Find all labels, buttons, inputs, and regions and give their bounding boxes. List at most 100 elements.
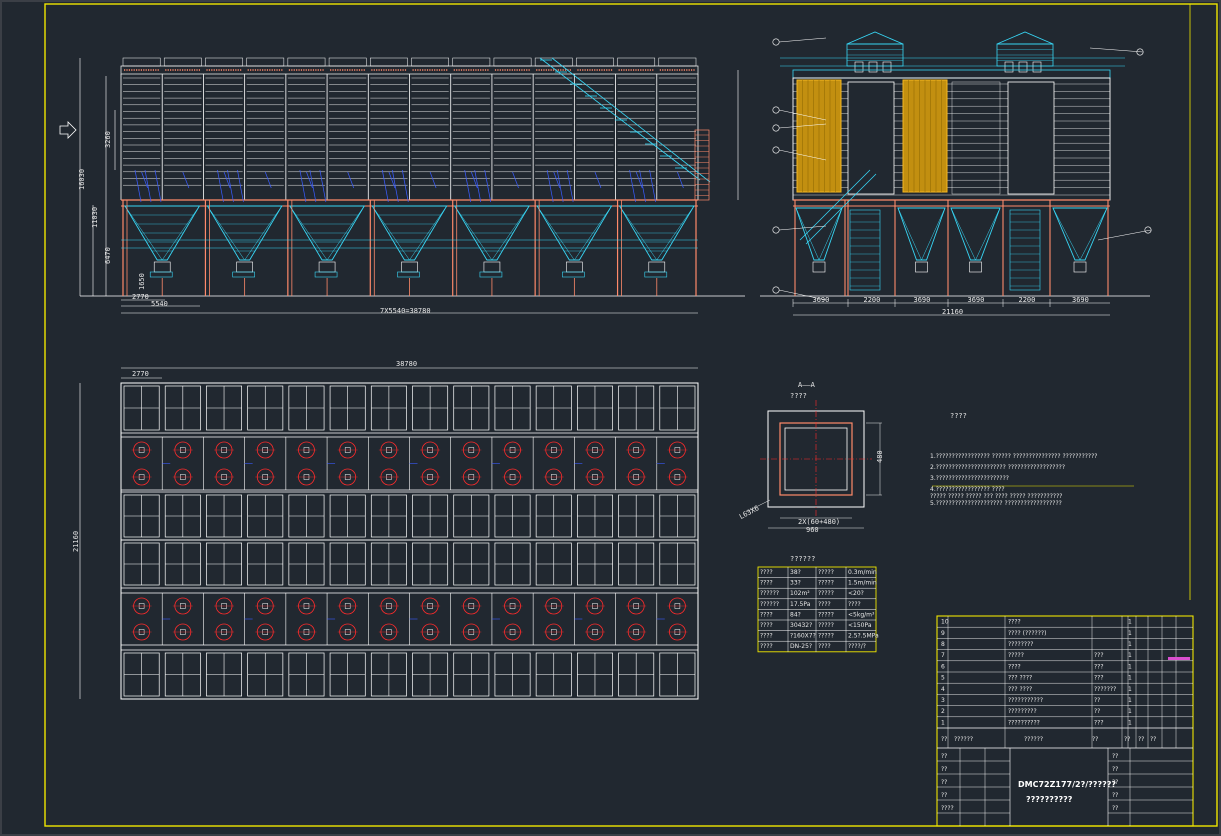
notes-line-2: 2.?????????????????????? ???????????????… <box>930 464 1065 471</box>
item-name: ??? ???? <box>1008 686 1032 693</box>
item-qty: 1 <box>1128 652 1132 659</box>
title-cell: ?? <box>941 753 947 760</box>
side-rotary-valve <box>1073 261 1087 273</box>
item-spec: ??????? <box>1094 686 1116 693</box>
module-cap <box>328 57 367 67</box>
item-qty: 1 <box>1128 619 1132 626</box>
dim-hopper: 6470 <box>104 247 112 264</box>
hopper-brace <box>656 205 695 261</box>
param-cell: ????? <box>818 569 834 576</box>
module-cap <box>370 57 408 67</box>
pulse-pipe <box>635 171 643 189</box>
module-cap <box>452 57 491 67</box>
side-dim-4: 2200 <box>1019 296 1036 304</box>
side-dim-0: 3690 <box>813 296 830 304</box>
hopper-brace <box>454 205 493 261</box>
plan-dim-left: 2770 <box>132 370 149 378</box>
dim-chain: 7X5540=38780 <box>380 307 431 315</box>
item-no: 8 <box>941 641 945 648</box>
title-cell: ???? <box>941 805 954 812</box>
param-cell: ???? <box>760 580 773 587</box>
callout-balloon <box>772 146 780 154</box>
pulse-valve <box>1018 61 1028 73</box>
manifold-pipe <box>556 169 564 203</box>
item-spec: ??? <box>1094 652 1104 659</box>
screw-conveyor <box>149 271 173 278</box>
param-cell: ???? <box>848 601 861 608</box>
pulse-pipe <box>594 171 602 189</box>
dim-upper: 3260 <box>104 131 112 148</box>
module-cap <box>534 57 573 67</box>
item-no: 4 <box>941 686 945 693</box>
screw-conveyor <box>314 271 338 278</box>
item-qty: 1 <box>1128 719 1132 726</box>
item-spec: ??? <box>1094 719 1104 726</box>
item-qty: 1 <box>1128 697 1132 704</box>
hopper-brace <box>124 205 163 261</box>
plan-dim-depth: 21160 <box>72 531 80 552</box>
callout-leader <box>778 37 827 43</box>
module-cap <box>246 57 285 67</box>
module-cap <box>493 57 532 67</box>
inlet-channel <box>1007 81 1055 195</box>
roof-house <box>996 31 1054 45</box>
param-cell: ????? <box>818 580 834 587</box>
hopper-brace <box>536 205 575 261</box>
param-cell: ?????? <box>760 590 779 597</box>
hopper-brace <box>897 207 922 261</box>
pulse-valve <box>868 61 878 73</box>
header-cell: ?? <box>1092 736 1098 743</box>
hopper-brace <box>795 207 820 261</box>
param-cell: ????? <box>818 611 834 618</box>
dim-pitch: 5540 <box>151 300 168 308</box>
manifold-pipe <box>649 169 656 203</box>
side-hopper <box>897 207 946 261</box>
plan-outline <box>120 382 699 700</box>
stair-tower <box>849 209 881 291</box>
header-cell: ?????? <box>954 736 973 743</box>
item-no: 3 <box>941 697 945 704</box>
item-name: ??? ???? <box>1008 675 1032 682</box>
pulse-valve <box>1004 61 1014 73</box>
callout-leader <box>778 109 827 121</box>
callout-leader <box>1097 229 1152 241</box>
rotary-valve <box>566 261 583 273</box>
dim-left-bay: 2770 <box>132 293 149 301</box>
param-cell: ???? <box>818 643 831 650</box>
hopper-brace <box>818 207 843 261</box>
manifold-pipe <box>217 169 224 203</box>
item-no: 1 <box>941 719 945 726</box>
title-cell: ?? <box>1112 805 1118 812</box>
side-dim-3: 3690 <box>968 296 985 304</box>
pulse-pipe <box>388 171 396 189</box>
screw-conveyor <box>479 271 503 278</box>
roof-house <box>846 31 904 45</box>
item-qty: 1 <box>1128 641 1132 648</box>
hopper-brace <box>619 205 657 261</box>
parameter-table: ?????? ????38??????0.3m/min????33??????1… <box>757 555 879 653</box>
title-cell: ?? <box>1112 792 1118 799</box>
callout-balloon <box>772 286 780 294</box>
callout-balloon <box>772 124 780 132</box>
hopper-brace <box>921 207 946 261</box>
item-name: ????????? <box>1008 708 1037 715</box>
hopper-brace <box>409 205 447 261</box>
dim-mid-height: 11030 <box>91 207 99 228</box>
side-hopper <box>950 207 1001 261</box>
hopper-brace <box>574 205 612 261</box>
section-dim-bottom1: 2X(60+480) <box>798 518 840 526</box>
param-cell: 102m² <box>790 590 810 597</box>
item-qty: 1 <box>1128 630 1132 637</box>
item-no: 6 <box>941 663 945 670</box>
param-cell: ?160X7? <box>790 633 816 640</box>
hopper-brace <box>1079 207 1108 261</box>
param-cell: ???? <box>760 611 773 618</box>
manifold-pipe <box>134 169 142 203</box>
module-cap <box>617 57 656 67</box>
param-cell: ????/? <box>848 643 866 650</box>
param-cell: ???? <box>818 601 831 608</box>
notes-line-1: 1.????????????????? ?????? ?????????????… <box>930 453 1098 460</box>
side-roof-rail <box>792 69 1111 79</box>
callout-balloon <box>1136 48 1144 56</box>
